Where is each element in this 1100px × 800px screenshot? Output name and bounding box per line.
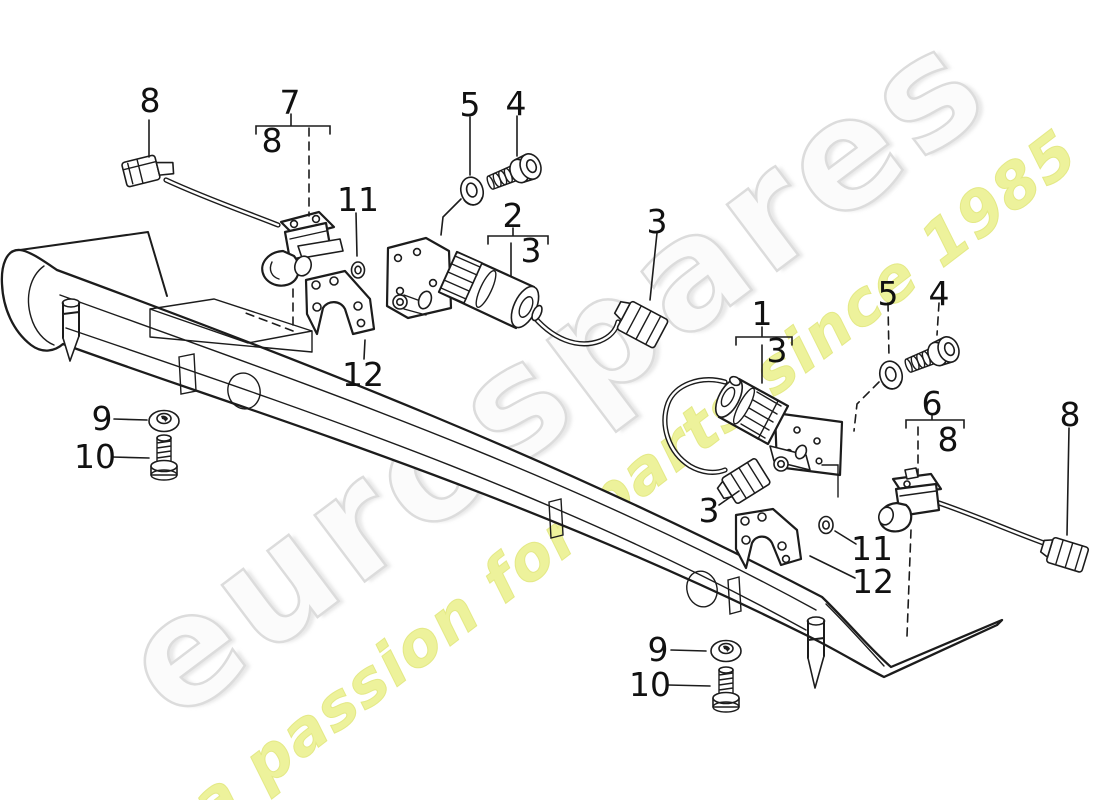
washer-11-left: [350, 261, 366, 279]
callout-6: 6: [922, 384, 943, 423]
dashed-leader-latch-right: [906, 529, 912, 637]
callout-5: 5: [460, 85, 481, 124]
screw-10-right: [712, 666, 740, 713]
dashed-leader-latch-left: [242, 288, 294, 333]
callout-3: 3: [699, 491, 720, 530]
callout-3: 3: [521, 231, 542, 270]
bracket-12-right: [734, 507, 803, 570]
dashed-leaders: [308, 127, 940, 475]
callout-1: 1: [752, 294, 773, 333]
leader-lines: [111, 115, 1070, 687]
latch-assembly-6: [877, 467, 1090, 573]
connector-8-left: [121, 154, 175, 188]
connector-3-center: [613, 300, 669, 349]
motor-assembly-2: [385, 236, 669, 349]
callout-group-brackets: [255, 113, 965, 429]
callout-12: 12: [852, 562, 894, 601]
callout-9: 9: [648, 630, 669, 669]
callout-8: 8: [262, 121, 283, 160]
top-rail-panel: [0, 231, 1004, 679]
callout-4: 4: [929, 274, 950, 313]
callout-4: 4: [506, 84, 527, 123]
motor-assembly-1: [662, 375, 844, 504]
washer-11-right: [818, 515, 834, 535]
screw-10-left: [150, 434, 178, 481]
callout-7: 7: [280, 83, 301, 122]
mount-pin-right: [806, 616, 826, 689]
washer-5-left: [459, 176, 485, 206]
callout-11: 11: [337, 180, 379, 219]
screw-4-left: [486, 153, 542, 190]
callout-12: 12: [342, 355, 384, 394]
callout-10: 10: [74, 437, 116, 476]
callout-8: 8: [938, 420, 959, 459]
callout-8: 8: [140, 81, 161, 120]
bracket-12-left: [304, 269, 376, 336]
connector-3-right: [716, 458, 771, 504]
callout-8: 8: [1060, 395, 1081, 434]
connector-8-right: [1039, 536, 1090, 573]
callout-10: 10: [629, 665, 671, 704]
callout-5: 5: [878, 274, 899, 313]
washer-9-right: [710, 639, 742, 663]
callout-3: 3: [767, 331, 788, 370]
screw-4-right: [904, 336, 960, 373]
latch-assembly-7: [121, 154, 344, 287]
mount-pin-left: [61, 298, 81, 362]
callout-9: 9: [92, 399, 113, 438]
callout-2: 2: [503, 196, 524, 235]
washer-5-right: [878, 360, 904, 390]
callout-11: 11: [851, 529, 893, 568]
callout-3: 3: [647, 202, 668, 241]
washer-9-left: [148, 409, 180, 433]
